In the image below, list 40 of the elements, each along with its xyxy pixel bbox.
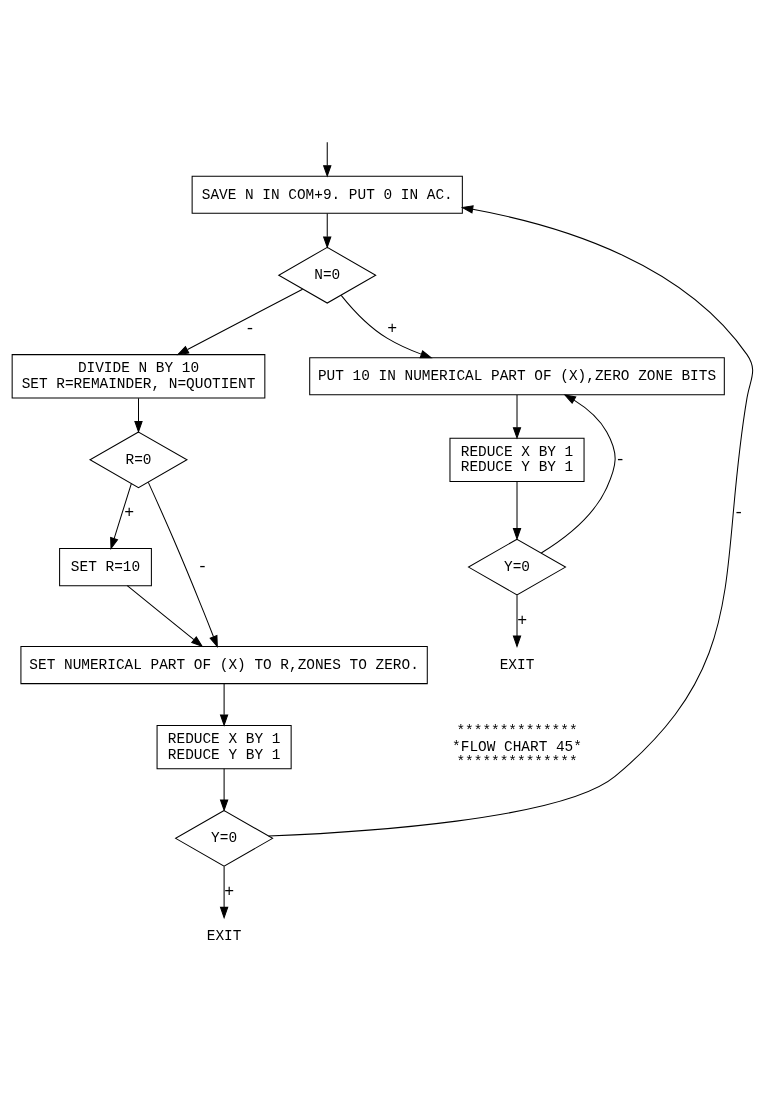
node-box: SAVE N IN COM+9. PUT 0 IN AC. xyxy=(191,175,463,214)
label: ************** xyxy=(456,723,578,740)
arrow xyxy=(219,866,229,920)
label: ************** xyxy=(456,754,578,771)
arrow xyxy=(110,483,132,550)
edge-label: - xyxy=(733,503,744,523)
arrow xyxy=(322,141,332,178)
node-diamond: R=0 xyxy=(89,431,188,489)
node-box: REDUCE X BY 1 REDUCE Y BY 1 xyxy=(449,437,585,482)
arrow xyxy=(134,397,143,434)
node-box: SET R=10 xyxy=(59,548,152,587)
node-box: SET NUMERICAL PART OF (X) TO R,ZONES TO ZERO. xyxy=(20,646,428,685)
node-diamond: Y=0 xyxy=(174,809,274,867)
node-box: PUT 10 IN NUMERICAL PART OF (X),ZERO ZONE BITS xyxy=(309,357,725,396)
arrow xyxy=(512,594,522,648)
node-box: REDUCE X BY 1 REDUCE Y BY 1 xyxy=(156,724,292,770)
node-text: EXIT xyxy=(499,656,535,673)
node-diamond: N=0 xyxy=(277,246,377,304)
arrow xyxy=(126,585,204,648)
edge-label: - xyxy=(615,449,626,469)
node-text: EXIT xyxy=(206,928,242,945)
node-box: DIVIDE N BY 10 SET R=REMAINDER, N=QUOTIENT xyxy=(11,354,266,399)
arrow xyxy=(219,768,229,812)
arrow xyxy=(540,394,616,554)
arrow xyxy=(268,205,754,837)
arrow xyxy=(512,394,522,440)
arrow xyxy=(322,213,332,249)
arrow xyxy=(512,481,522,541)
arrow xyxy=(176,288,304,356)
edge-label: + xyxy=(387,318,398,338)
label: *FLOW CHART 45* xyxy=(452,738,582,755)
edge-label: + xyxy=(224,881,235,901)
arrow xyxy=(219,683,229,727)
edge-label: + xyxy=(517,610,528,630)
edge-label: - xyxy=(197,557,208,576)
node-diamond: Y=0 xyxy=(467,538,567,596)
arrow xyxy=(340,294,433,359)
edge-label: - xyxy=(244,318,255,338)
arrow xyxy=(147,481,218,648)
edge-label: + xyxy=(124,503,135,523)
